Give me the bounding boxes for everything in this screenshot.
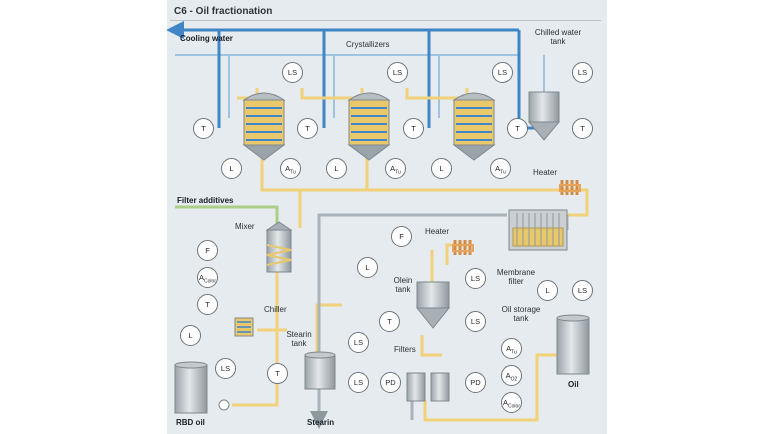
level-5: L xyxy=(357,257,378,278)
stearin-label: Stearin xyxy=(307,418,335,427)
filter-additives-line xyxy=(175,205,279,230)
temperature-1: T xyxy=(193,118,214,139)
chiller xyxy=(234,317,254,337)
pressure-diff-2: PD xyxy=(465,372,486,393)
oil-lines xyxy=(232,88,589,422)
color-analyzer-1: AColor xyxy=(197,267,218,288)
level-6: L xyxy=(537,280,558,301)
level-switch-5: LS xyxy=(215,358,236,379)
level-switch-3: LS xyxy=(492,62,513,83)
crystallizer-3 xyxy=(452,92,496,161)
heater-top xyxy=(559,180,581,195)
level-switch-1: LS xyxy=(282,62,303,83)
turbidity-1: ATu xyxy=(280,158,301,179)
level-switch-2: LS xyxy=(387,62,408,83)
crystallizer-2 xyxy=(347,92,391,161)
flow-2: F xyxy=(391,226,412,247)
temperature-3: T xyxy=(403,118,424,139)
color-analyzer-2: AColor xyxy=(501,392,522,413)
turbidity-4: ATu xyxy=(501,338,522,359)
temperature-4: T xyxy=(507,118,528,139)
temperature-9: T xyxy=(267,363,288,384)
heater-mid xyxy=(452,240,474,255)
filter-additives-label: Filter additives xyxy=(177,196,234,205)
stearin-tank-label: Stearin tank xyxy=(286,330,312,348)
rbd-oil-label: RBD oil xyxy=(176,418,205,427)
oil-storage-tank-label: Oil storage tank xyxy=(501,305,541,323)
title-divider xyxy=(170,20,601,21)
olein-tank xyxy=(415,281,451,329)
heater-top-label: Heater xyxy=(533,168,558,177)
level-4: L xyxy=(180,325,201,346)
temperature-8: T xyxy=(379,311,400,332)
pump xyxy=(218,399,230,411)
filter-1 xyxy=(406,372,426,402)
temperature-7: T xyxy=(197,294,218,315)
level-2: L xyxy=(326,158,347,179)
process-flow-canvas xyxy=(167,21,590,429)
flow-1: F xyxy=(197,240,218,261)
diagram-title: C6 - Oil fractionation xyxy=(174,6,273,17)
heater-mid-label: Heater xyxy=(425,227,450,236)
level-switch-10: LS xyxy=(348,372,369,393)
filters-label: Filters xyxy=(394,345,416,354)
pressure-diff-1: PD xyxy=(380,372,401,393)
chilled-water-tank xyxy=(527,91,561,141)
turbidity-2: ATu xyxy=(385,158,406,179)
level-3: L xyxy=(431,158,452,179)
level-switch-7: LS xyxy=(465,311,486,332)
crystallizers-label: Crystallizers xyxy=(346,40,390,49)
mixer xyxy=(265,221,293,273)
level-switch-4: LS xyxy=(572,62,593,83)
membrane-filter-label: Membrane filter xyxy=(496,268,536,286)
level-switch-6: LS xyxy=(465,268,486,289)
process-diagram-panel: C6 - Oil fractionation xyxy=(167,0,607,434)
crystallizer-1 xyxy=(242,92,286,161)
membrane-filter xyxy=(508,209,568,251)
cooling-water-label: Cooling water xyxy=(180,34,233,43)
mixer-label: Mixer xyxy=(235,222,255,231)
temperature-2: T xyxy=(297,118,318,139)
chilled-water-tank-label: Chilled water tank xyxy=(534,28,582,46)
level-1: L xyxy=(221,158,242,179)
filter-2 xyxy=(430,372,450,402)
oil-label: Oil xyxy=(568,380,579,389)
chiller-label: Chiller xyxy=(264,305,287,314)
level-switch-9: LS xyxy=(348,332,369,353)
olein-tank-label: Olein tank xyxy=(393,276,413,294)
rbd-oil-tank xyxy=(174,361,208,414)
level-switch-8: LS xyxy=(572,280,593,301)
oil-storage-tank xyxy=(556,314,590,375)
oxygen-analyzer: AO2 xyxy=(501,365,522,386)
temperature-5: T xyxy=(572,118,593,139)
turbidity-3: ATu xyxy=(490,158,511,179)
stearin-tank xyxy=(304,351,336,390)
